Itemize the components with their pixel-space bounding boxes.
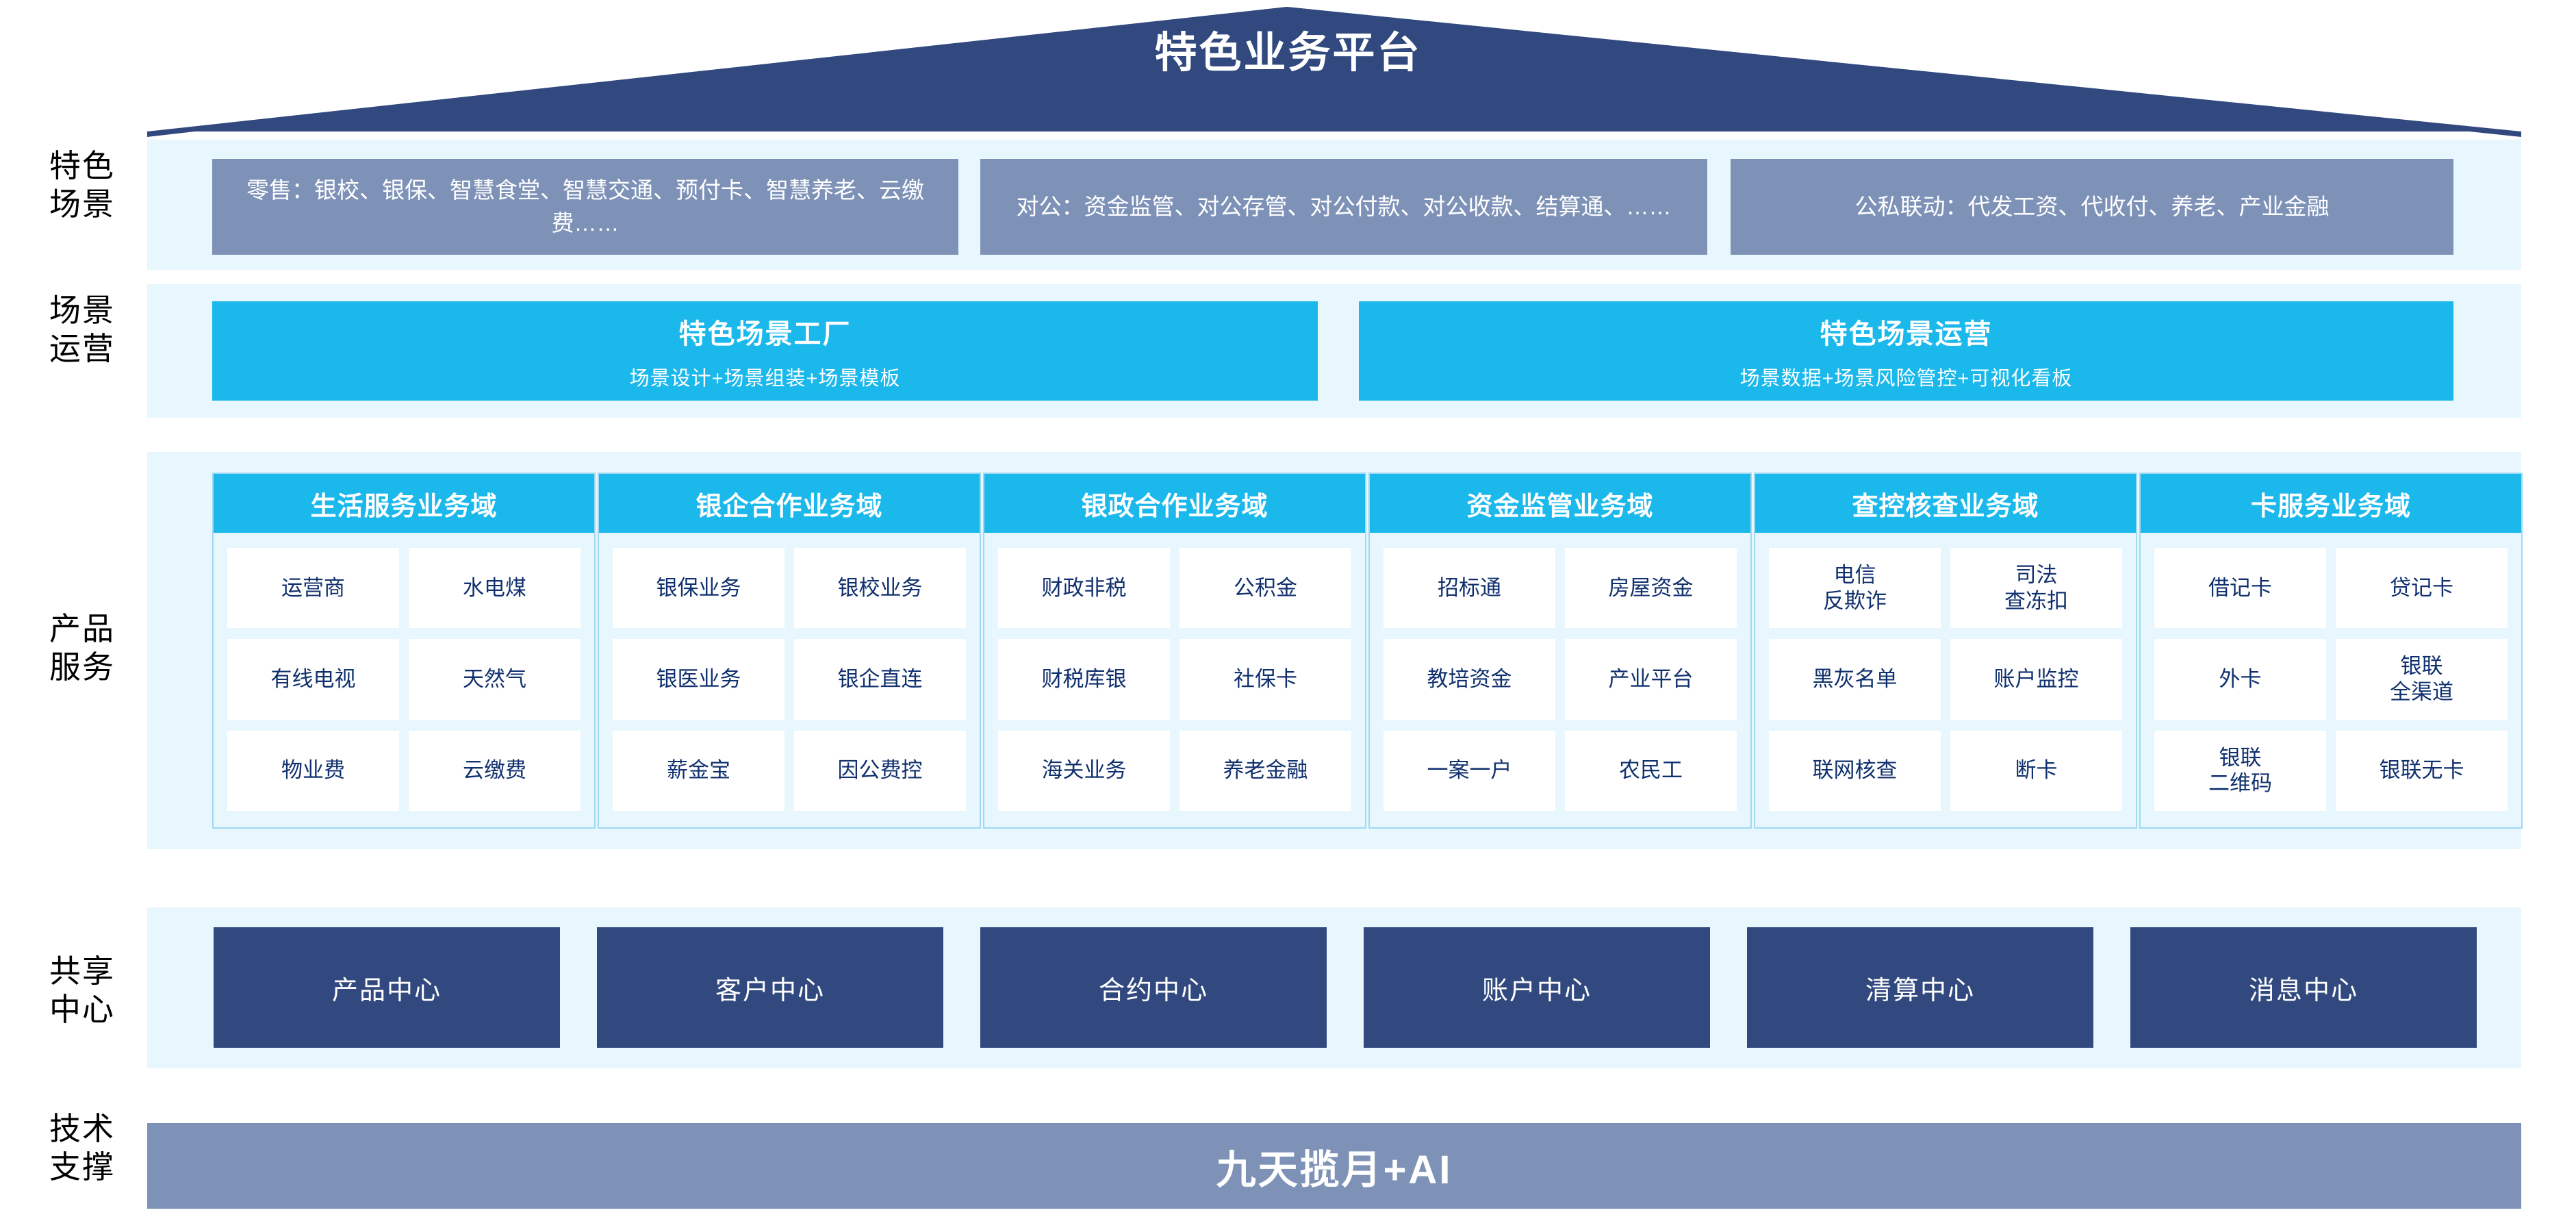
product-item[interactable]: 一案一户 xyxy=(1383,730,1555,811)
product-item[interactable]: 因公费控 xyxy=(794,730,966,811)
product-item[interactable]: 云缴费 xyxy=(409,730,581,811)
product-item[interactable]: 房屋资金 xyxy=(1565,548,1737,629)
operations-title: 特色场景运营 xyxy=(1820,318,1993,349)
product-item[interactable]: 海关业务 xyxy=(998,730,1170,811)
tech-support-label: 九天揽月+AI xyxy=(1216,1147,1453,1192)
product-item[interactable]: 水电煤 xyxy=(409,548,581,629)
product-item[interactable]: 借记卡 xyxy=(2154,548,2326,629)
shared-center-customer[interactable]: 客户中心 xyxy=(597,927,943,1048)
product-item[interactable]: 社保卡 xyxy=(1179,639,1351,720)
product-column-title: 银企合作业务域 xyxy=(599,474,980,533)
product-item[interactable]: 银医业务 xyxy=(613,639,785,720)
operations-title: 特色场景工厂 xyxy=(678,318,852,349)
product-column-investigation-control[interactable]: 查控核查业务域 电信 反欺诈 司法 查冻扣 黑灰名单 账户监控 联网核查 断卡 xyxy=(1754,473,2137,829)
row-label-shared-centers: 共享中心 xyxy=(49,953,115,1028)
row-label-tech-support: 技术支撑 xyxy=(49,1111,115,1185)
product-column-bank-government[interactable]: 银政合作业务域 财政非税 公积金 财税库银 社保卡 海关业务 养老金融 xyxy=(983,473,1366,829)
product-item[interactable]: 断卡 xyxy=(1950,730,2122,811)
product-column-card-service[interactable]: 卡服务业务域 借记卡 贷记卡 外卡 银联 全渠道 银联 二维码 银联无卡 xyxy=(2139,473,2523,829)
product-column-title: 卡服务业务域 xyxy=(2141,474,2521,533)
shared-center-account[interactable]: 账户中心 xyxy=(1364,927,1710,1048)
product-item[interactable]: 运营商 xyxy=(227,548,399,629)
product-item[interactable]: 银联无卡 xyxy=(2336,730,2508,811)
scenario-box-corporate[interactable]: 对公：资金监管、对公存管、对公付款、对公收款、结算通、…… xyxy=(980,159,1707,255)
product-item[interactable]: 银企直连 xyxy=(794,639,966,720)
product-item[interactable]: 教培资金 xyxy=(1383,639,1555,720)
product-column-title: 生活服务业务域 xyxy=(214,474,594,533)
product-item[interactable]: 产业平台 xyxy=(1565,639,1737,720)
product-item[interactable]: 财政非税 xyxy=(998,548,1170,629)
product-item[interactable]: 黑灰名单 xyxy=(1769,639,1941,720)
row-label-operations: 场景运营 xyxy=(49,292,115,367)
operations-box-scene-operation[interactable]: 特色场景运营 场景数据+场景风险管控+可视化看板 xyxy=(1359,301,2453,401)
banner-shape xyxy=(147,7,2521,137)
product-item-grid: 财政非税 公积金 财税库银 社保卡 海关业务 养老金融 xyxy=(984,533,1365,827)
row-label-scenarios: 特色场景 xyxy=(49,148,115,223)
shared-center-message[interactable]: 消息中心 xyxy=(2130,927,2477,1048)
product-column-fund-supervision[interactable]: 资金监管业务域 招标通 房屋资金 教培资金 产业平台 一案一户 农民工 xyxy=(1368,473,1752,829)
row-label-products: 产品服务 xyxy=(49,611,115,686)
product-item-grid: 借记卡 贷记卡 外卡 银联 全渠道 银联 二维码 银联无卡 xyxy=(2141,533,2521,827)
product-column-title: 查控核查业务域 xyxy=(1755,474,2136,533)
product-item[interactable]: 招标通 xyxy=(1383,548,1555,629)
product-item[interactable]: 天然气 xyxy=(409,639,581,720)
shared-center-product[interactable]: 产品中心 xyxy=(214,927,560,1048)
platform-banner: 特色业务平台 xyxy=(0,0,2576,137)
operations-subtitle: 场景设计+场景组装+场景模板 xyxy=(629,367,901,390)
product-column-bank-enterprise[interactable]: 银企合作业务域 银保业务 银校业务 银医业务 银企直连 薪金宝 因公费控 xyxy=(598,473,981,829)
product-item[interactable]: 银校业务 xyxy=(794,548,966,629)
product-item[interactable]: 电信 反欺诈 xyxy=(1769,548,1941,629)
product-item[interactable]: 联网核查 xyxy=(1769,730,1941,811)
product-column-title: 资金监管业务域 xyxy=(1370,474,1750,533)
scenario-box-public-private[interactable]: 公私联动：代发工资、代收付、养老、产业金融 xyxy=(1731,159,2453,255)
product-item[interactable]: 司法 查冻扣 xyxy=(1950,548,2122,629)
product-item[interactable]: 公积金 xyxy=(1179,548,1351,629)
product-item-grid: 电信 反欺诈 司法 查冻扣 黑灰名单 账户监控 联网核查 断卡 xyxy=(1755,533,2136,827)
product-item[interactable]: 外卡 xyxy=(2154,639,2326,720)
tech-support-bar[interactable]: 九天揽月+AI xyxy=(147,1123,2521,1209)
product-item[interactable]: 养老金融 xyxy=(1179,730,1351,811)
product-item-grid: 运营商 水电煤 有线电视 天然气 物业费 云缴费 xyxy=(214,533,594,827)
operations-box-scene-factory[interactable]: 特色场景工厂 场景设计+场景组装+场景模板 xyxy=(212,301,1318,401)
product-item[interactable]: 财税库银 xyxy=(998,639,1170,720)
product-item[interactable]: 贷记卡 xyxy=(2336,548,2508,629)
product-item[interactable]: 有线电视 xyxy=(227,639,399,720)
product-item[interactable]: 物业费 xyxy=(227,730,399,811)
product-column-title: 银政合作业务域 xyxy=(984,474,1365,533)
product-item[interactable]: 银保业务 xyxy=(613,548,785,629)
product-item[interactable]: 账户监控 xyxy=(1950,639,2122,720)
product-item[interactable]: 银联 全渠道 xyxy=(2336,639,2508,720)
shared-center-contract[interactable]: 合约中心 xyxy=(980,927,1327,1048)
scenario-box-retail[interactable]: 零售：银校、银保、智慧食堂、智慧交通、预付卡、智慧养老、云缴费…… xyxy=(212,159,958,255)
product-item[interactable]: 薪金宝 xyxy=(613,730,785,811)
product-item[interactable]: 农民工 xyxy=(1565,730,1737,811)
product-item-grid: 招标通 房屋资金 教培资金 产业平台 一案一户 农民工 xyxy=(1370,533,1750,827)
operations-subtitle: 场景数据+场景风险管控+可视化看板 xyxy=(1739,367,2073,390)
page-title: 特色业务平台 xyxy=(1154,29,1422,77)
product-item-grid: 银保业务 银校业务 银医业务 银企直连 薪金宝 因公费控 xyxy=(599,533,980,827)
product-item[interactable]: 银联 二维码 xyxy=(2154,730,2326,811)
product-column-life-service[interactable]: 生活服务业务域 运营商 水电煤 有线电视 天然气 物业费 云缴费 xyxy=(212,473,596,829)
shared-center-settlement[interactable]: 清算中心 xyxy=(1747,927,2093,1048)
